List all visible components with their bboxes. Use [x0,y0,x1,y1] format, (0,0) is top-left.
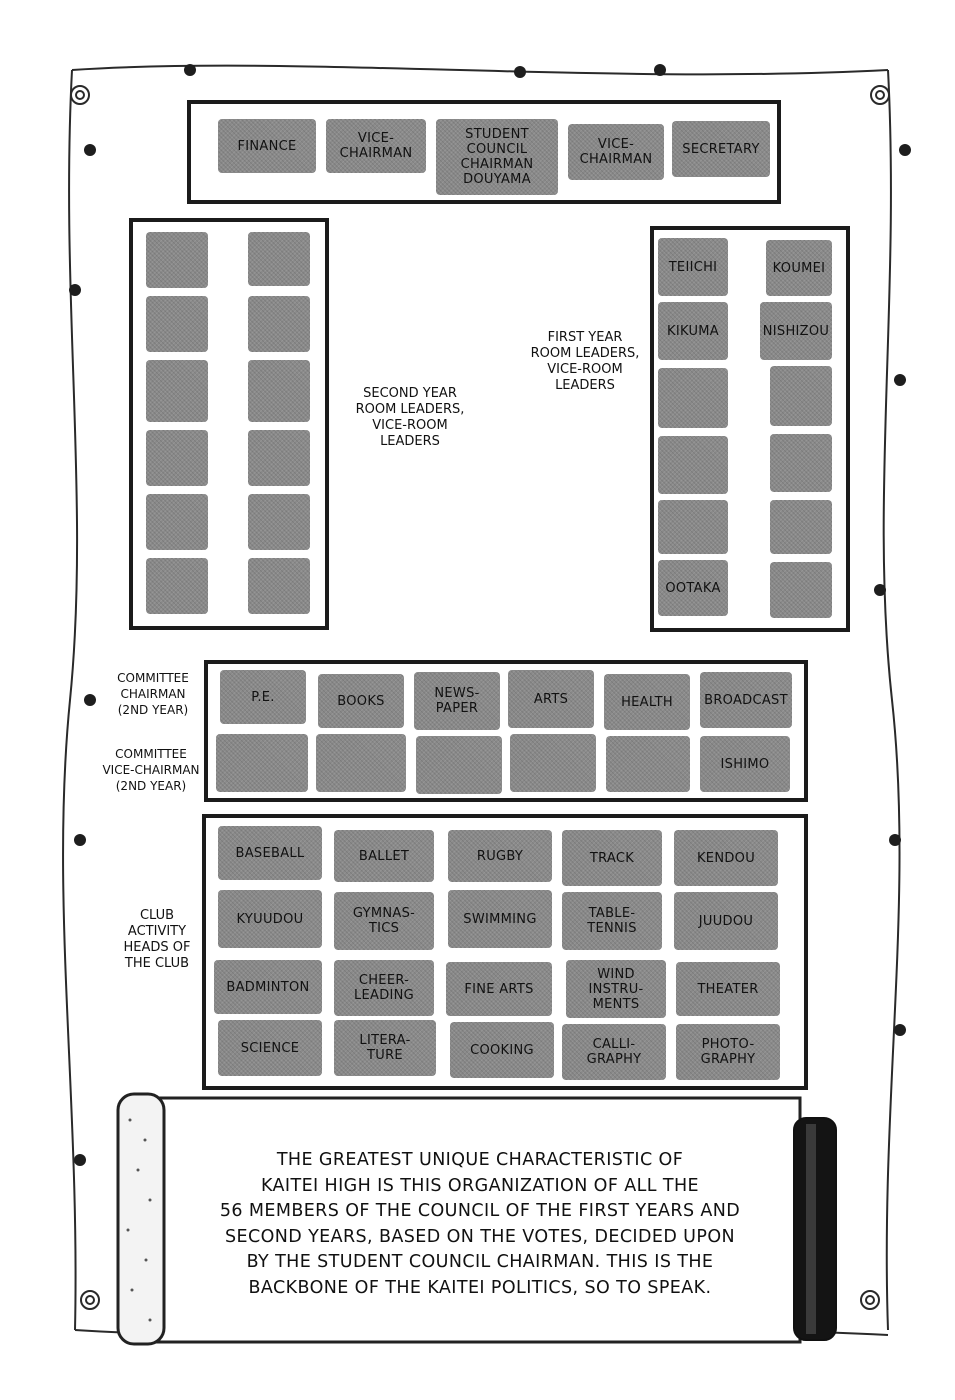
first-year-cell [770,366,832,426]
committee-cell: P.E. [220,670,306,724]
committee-cell: BOOKS [318,674,404,728]
first-year-cell [770,500,832,554]
club-cell: CHEER- LEADING [334,960,434,1016]
committee-vice-label: COMMITTEE VICE-CHAIRMAN (2ND YEAR) [102,747,200,793]
committee-chairman-label: COMMITTEE CHAIRMAN (2ND YEAR) [117,671,189,717]
second-year-cell [248,494,310,550]
scroll-caption: THE GREATEST UNIQUE CHARACTERISTIC OF KA… [219,1150,741,1298]
club-cell: SCIENCE [218,1020,322,1076]
first-year-label: FIRST YEAR ROOM LEADERS, VICE-ROOM LEADE… [530,330,640,393]
first-year-cell: TEIICHI [658,238,728,296]
first-year-cell [770,562,832,618]
council-finance: FINANCE [218,119,316,173]
clubs-label: CLUB ACTIVITY HEADS OF THE CLUB [123,908,191,971]
second-year-cell [146,360,208,422]
committee-cell [216,734,308,792]
second-year-cell [146,430,208,486]
second-year-cell [248,558,310,614]
first-year-cell: KIKUMA [658,302,728,360]
club-cell: JUUDOU [674,892,778,950]
committee-cell [316,734,406,792]
club-cell: TABLE- TENNIS [562,892,662,950]
council-secretary: SECRETARY [672,121,770,177]
second-year-cell [146,558,208,614]
club-cell: COOKING [450,1022,554,1078]
club-cell: SWIMMING [448,890,552,948]
club-cell: CALLI- GRAPHY [562,1024,666,1080]
second-year-cell [248,360,310,422]
second-year-cell [248,430,310,486]
committee-cell [606,736,690,792]
club-cell: KENDOU [674,830,778,886]
second-year-cell [146,232,208,288]
committee-cell [416,736,502,794]
committee-cell: BROADCAST [700,672,792,728]
club-cell: BASEBALL [218,826,322,880]
first-year-cell: KOUMEI [766,240,832,296]
first-year-cell [658,500,728,554]
club-cell: BALLET [334,830,434,882]
committee-cell: ARTS [508,670,594,728]
committee-cell: ISHIMO [700,736,790,792]
council-chairman: STUDENT COUNCIL CHAIRMAN DOUYAMA [436,119,558,195]
committee-cell [510,734,596,792]
first-year-cell: NISHIZOU [760,302,832,360]
club-cell: RUGBY [448,830,552,882]
club-cell: GYMNAS- TICS [334,892,434,950]
second-year-cell [146,296,208,352]
club-cell: KYUUDOU [218,890,322,948]
committee-cell: NEWS- PAPER [414,672,500,730]
first-year-cell [658,436,728,494]
second-year-cell [146,494,208,550]
council-vice-chairman-2: VICE- CHAIRMAN [568,124,664,180]
club-cell: FINE ARTS [446,962,552,1016]
committee-cell: HEALTH [604,674,690,730]
club-cell: BADMINTON [214,960,322,1014]
first-year-cell [770,434,832,492]
club-cell: THEATER [676,962,780,1016]
council-vice-chairman-1: VICE- CHAIRMAN [326,119,426,173]
club-cell: WIND INSTRU- MENTS [566,960,666,1018]
club-cell: LITERA- TURE [334,1020,436,1076]
second-year-cell [248,296,310,352]
second-year-cell [248,232,310,286]
club-cell: TRACK [562,830,662,886]
club-cell: PHOTO- GRAPHY [676,1024,780,1080]
second-year-label: SECOND YEAR ROOM LEADERS, VICE-ROOM LEAD… [355,386,465,449]
first-year-cell: OOTAKA [658,560,728,616]
first-year-cell [658,368,728,428]
